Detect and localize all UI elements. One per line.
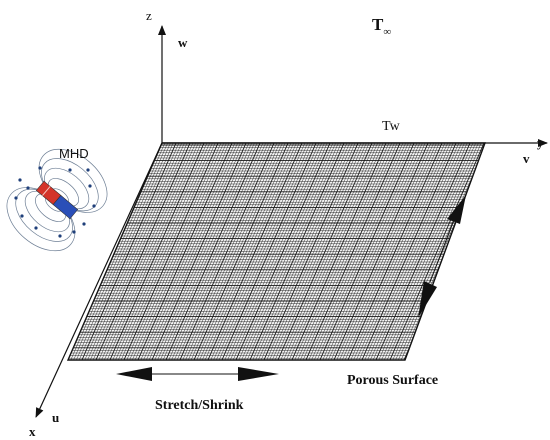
free-stream-temperature-subscript: ∞ — [383, 26, 392, 38]
y-axis-label: y — [537, 135, 544, 150]
porous-surface-label: Porous Surface — [347, 373, 439, 388]
magnet-icon — [6, 148, 108, 252]
x-axis — [35, 142, 163, 418]
stretch-arrow-horizontal — [116, 367, 279, 381]
stretch-arrow-diagonal — [418, 195, 466, 318]
w-velocity-label: w — [178, 35, 188, 50]
free-stream-temperature-symbol: T — [372, 15, 384, 34]
free-stream-temperature-label: T∞ — [372, 15, 391, 38]
stretch-shrink-label: Stretch/Shrink — [155, 398, 244, 413]
mhd-label: MHD — [59, 146, 89, 161]
z-axis-label: z — [146, 8, 152, 23]
v-velocity-label: v — [523, 151, 530, 166]
wall-temperature-label: Tw — [382, 119, 400, 134]
coordinate-axes — [35, 25, 548, 418]
porous-sheet — [66, 142, 487, 361]
x-axis-label: x — [29, 424, 36, 439]
u-velocity-label: u — [52, 410, 60, 425]
